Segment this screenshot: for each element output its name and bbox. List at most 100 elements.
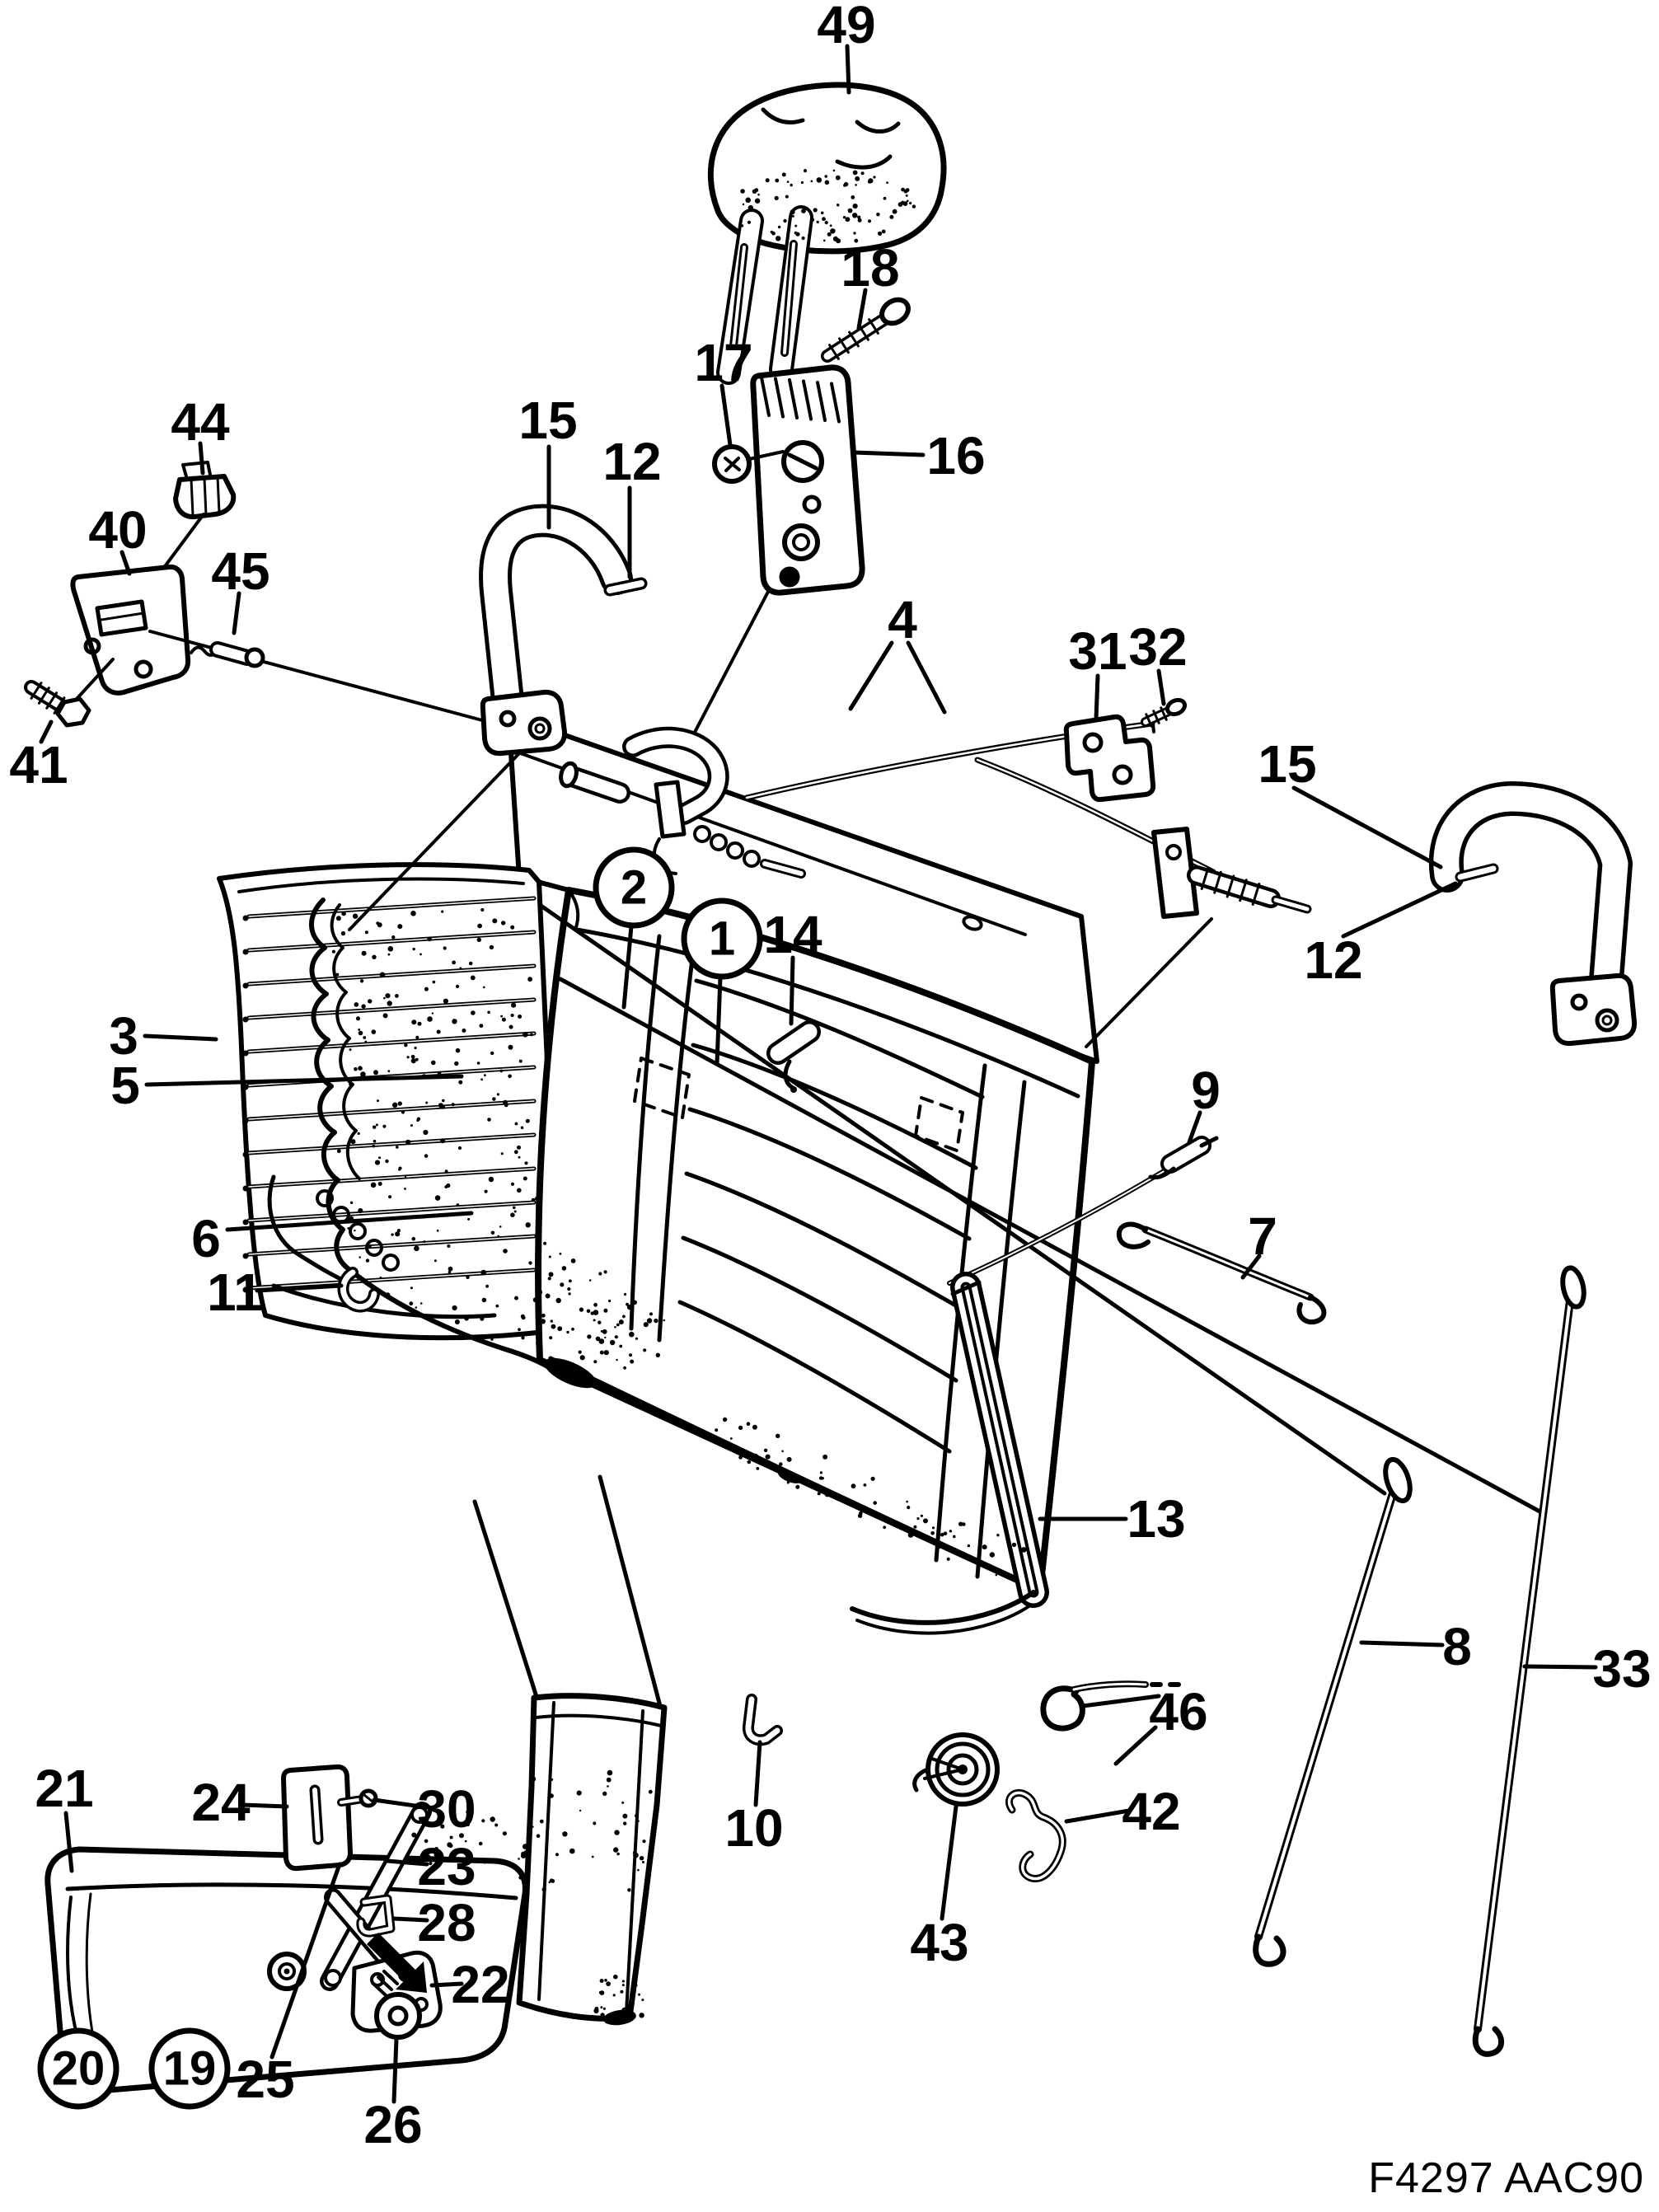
leader-line: [269, 1862, 342, 2060]
leader-line: [1080, 1694, 1161, 1708]
spring-7: [1116, 1221, 1327, 1325]
leader-line: [1522, 1664, 1598, 1670]
pin-12-left: [603, 577, 648, 597]
leader-line: [1359, 1640, 1445, 1647]
hook-46: [1040, 1680, 1184, 1732]
leader-line: [240, 1802, 289, 1809]
callout-number: 18: [841, 238, 899, 298]
callout-25: 25: [236, 1862, 342, 2109]
headrest-lock-16: [750, 364, 865, 596]
leader-line: [719, 383, 733, 448]
callout-40: 40: [88, 500, 148, 576]
leader-line: [1064, 1808, 1132, 1824]
callout-9: 9: [1187, 1061, 1221, 1145]
callout-number: 32: [1128, 617, 1187, 677]
callout-7: 7: [1240, 1207, 1277, 1280]
leader-line: [39, 719, 54, 744]
leader-line: [1094, 673, 1100, 721]
callout-number: 15: [1258, 734, 1316, 794]
callout-circle: [681, 897, 763, 980]
leader-line: [1156, 668, 1166, 706]
callout-number: 46: [1149, 1682, 1207, 1741]
callout-12: 12: [602, 432, 662, 579]
callout-13: 13: [1038, 1489, 1186, 1549]
callout-number: 5: [110, 1056, 140, 1115]
callout-number: 40: [88, 500, 147, 560]
callout-46: 46: [1080, 1682, 1208, 1766]
callout-45: 45: [211, 541, 270, 635]
bellcrank-right: [1151, 827, 1312, 919]
callout-number: 23: [417, 1837, 476, 1896]
washer-17: [712, 444, 785, 484]
callout-number: 16: [926, 426, 985, 485]
callout-number: 11: [207, 1263, 263, 1322]
callout-17: 17: [694, 333, 753, 448]
callout-2: 2: [593, 846, 675, 1010]
figure-code: F4297 AAC90: [1368, 2154, 1644, 2202]
callout-43: 43: [910, 1804, 969, 1972]
screw-26: [371, 1970, 422, 2040]
leader-line: [789, 955, 795, 1026]
channel-frame-13: [850, 1272, 1049, 1635]
callout-number: 14: [763, 905, 822, 964]
leader-line: [391, 1916, 429, 1923]
leader-line: [429, 1981, 464, 1988]
callout-28: 28: [391, 1893, 476, 1952]
leader-line: [144, 1074, 464, 1087]
callout-16: 16: [851, 426, 986, 485]
callout-number: 30: [417, 1779, 476, 1839]
leader-line: [391, 2036, 399, 2104]
callout-33: 33: [1522, 1639, 1652, 1699]
callout-number: 25: [236, 2050, 294, 2109]
callout-22: 22: [429, 1955, 510, 2014]
callout-31: 31: [1068, 621, 1127, 721]
callout-44: 44: [171, 392, 230, 476]
leader-line: [232, 591, 241, 635]
leader-line: [255, 1283, 344, 1293]
hinge-bracket-24: [281, 1764, 353, 1872]
callout-number: 17: [694, 333, 752, 392]
callout-number: 2: [621, 861, 647, 915]
callout-number: 31: [1068, 621, 1127, 681]
bracket-40: [70, 564, 496, 725]
stipple-shading: [331, 169, 1027, 2024]
clip-10: [743, 1694, 783, 1746]
clip-28: [356, 1894, 396, 1938]
hook-42: [1005, 1788, 1066, 1882]
callout-21: 21: [35, 1759, 94, 1873]
screw-18: [821, 297, 911, 363]
callout-42: 42: [1064, 1782, 1181, 1841]
headrest-49: [707, 82, 947, 385]
callout-6: 6: [191, 1209, 474, 1268]
callout-12: 12: [1304, 881, 1458, 990]
callout-15: 15: [518, 391, 578, 530]
callout-number: 8: [1442, 1617, 1472, 1676]
callout-number: 21: [35, 1759, 93, 1818]
callout-number: 26: [363, 2095, 422, 2154]
leader-line: [198, 441, 205, 476]
callout-11: 11: [207, 1263, 344, 1322]
seat-cover-1: [535, 887, 1095, 1594]
callout-26: 26: [363, 2036, 423, 2154]
callout-number: 20: [52, 2042, 105, 2096]
callout-number: 43: [910, 1913, 968, 1972]
callout-19: 19: [148, 2027, 231, 2110]
latch-15-left: [479, 504, 633, 757]
clip-9: [1148, 1136, 1219, 1180]
rod-guide-lines: [348, 590, 1545, 1516]
screw-30: [337, 1788, 378, 1808]
callout-number: 28: [417, 1893, 476, 1952]
leader-line: [225, 1211, 474, 1232]
bracket-31: [1063, 714, 1156, 803]
plunger-45: [190, 641, 265, 668]
callout-number: 24: [191, 1773, 251, 1832]
leader-line: [851, 450, 926, 457]
callout-number: 45: [211, 541, 269, 601]
callout-circle: [37, 2027, 120, 2110]
callout-number: 9: [1191, 1061, 1221, 1120]
latch-15-right: [1428, 781, 1638, 1047]
callout-number: 12: [1304, 930, 1362, 990]
callout-20: 20: [37, 2027, 120, 2110]
clip-14: [766, 1020, 821, 1093]
